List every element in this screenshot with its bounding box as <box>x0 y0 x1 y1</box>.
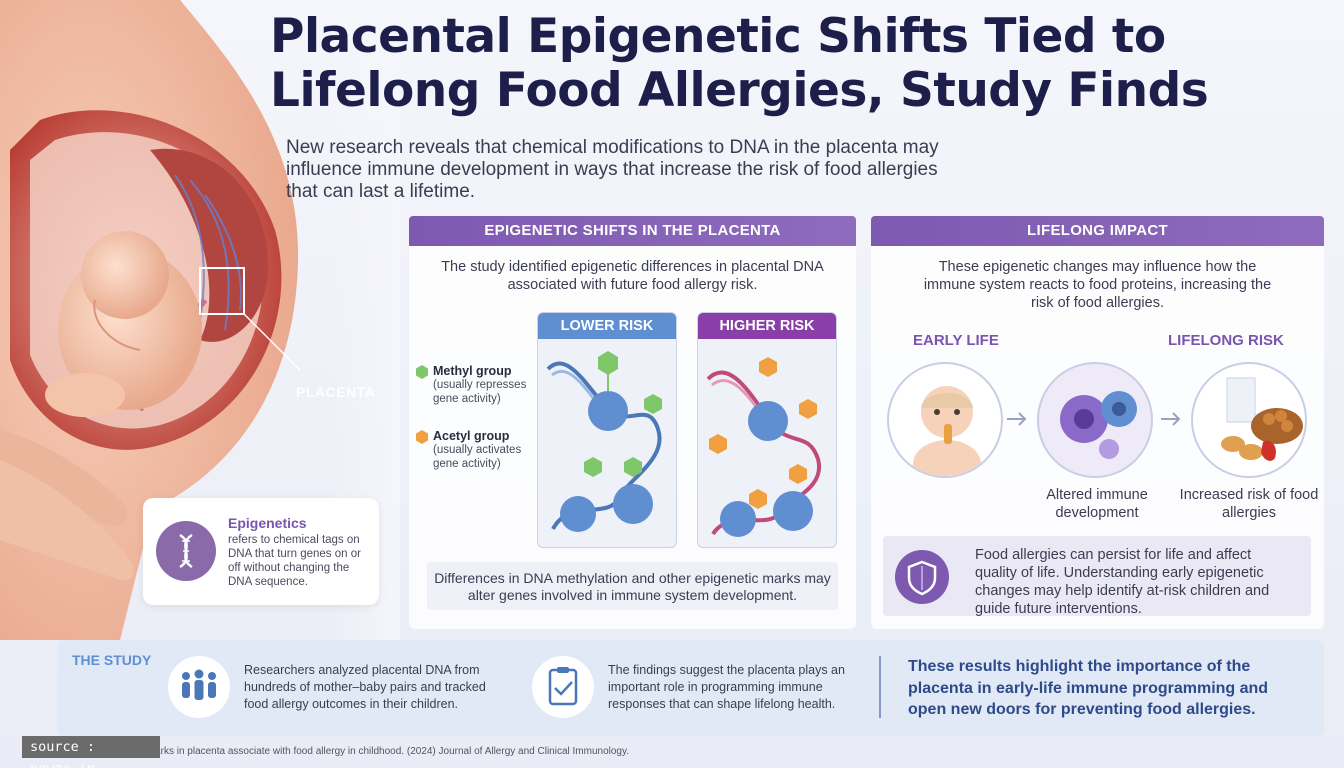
pregnancy-illustration <box>0 0 400 640</box>
acetyl-legend: Acetyl group (usually activates gene act… <box>415 429 530 471</box>
caption-risk: Increased risk of food allergies <box>1179 487 1319 521</box>
shifts-intro: The study identified epigenetic differen… <box>441 259 824 293</box>
higher-risk-label: HIGHER RISK <box>698 313 836 339</box>
study-label: THE STUDY <box>72 652 152 668</box>
arrow-right-icon <box>1007 412 1027 426</box>
placenta-shape <box>150 148 269 342</box>
dna-icon <box>156 521 216 581</box>
study-col1: Researchers analyzed placental DNA from … <box>244 663 486 711</box>
impact-panel-header: LIFELONG IMPACT <box>871 216 1324 246</box>
higher-risk-dna-illustration <box>706 357 822 537</box>
citation: Source: Epigenetic marks in placenta ass… <box>60 746 630 757</box>
shifts-panel-header: EPIGENETIC SHIFTS IN THE PLACENTA <box>409 216 856 246</box>
lower-risk-label: LOWER RISK <box>538 313 676 339</box>
shifts-panel: EPIGENETIC SHIFTS IN THE PLACENTA The st… <box>409 216 856 629</box>
shifts-footer: Differences in DNA methylation and other… <box>427 562 838 610</box>
arrow-right-icon <box>1161 412 1181 426</box>
clipboard-icon <box>532 656 594 718</box>
immune-cells-icon <box>1060 391 1137 459</box>
impact-intro: These epigenetic changes may influence h… <box>923 259 1272 311</box>
food-circle <box>1191 362 1307 478</box>
acetyl-desc: (usually activates gene activity) <box>433 444 522 470</box>
acetyl-title: Acetyl group <box>433 429 510 443</box>
caption-immune: Altered immune development <box>1046 487 1148 521</box>
lower-risk-box: LOWER RISK <box>537 312 677 548</box>
epigenetics-text: refers to chemical tags on DNA that turn… <box>228 534 361 588</box>
epigenetics-box: Epigenetics refers to chemical tags on D… <box>143 498 379 605</box>
study-bar: THE STUDY Researchers analyzed placental… <box>58 640 1324 736</box>
higher-risk-box: HIGHER RISK <box>697 312 837 548</box>
source-watermark: source : nowzo.in <box>22 736 160 768</box>
study-highlight: These results highlight the importance o… <box>908 658 1269 718</box>
methyl-title: Methyl group <box>433 364 512 378</box>
epigenetics-title: Epigenetics <box>228 515 307 531</box>
shield-icon <box>895 550 949 604</box>
immune-cells-circle <box>1037 362 1153 478</box>
page-subtitle: New research reveals that chemical modif… <box>286 137 939 202</box>
zoom-box <box>199 267 245 315</box>
baby-circle <box>887 362 1003 478</box>
divider <box>879 656 881 718</box>
study-col2: The findings suggest the placenta plays … <box>608 663 845 711</box>
methyl-desc: (usually represses gene activity) <box>433 379 527 405</box>
methyl-hexagon-icon <box>416 365 428 379</box>
early-life-label: EARLY LIFE <box>913 332 999 349</box>
impact-note-box: Food allergies can persist for life and … <box>883 536 1311 617</box>
acetyl-hexagon-icon <box>416 430 428 444</box>
people-icon <box>168 656 230 718</box>
lower-risk-dna-illustration <box>546 351 662 532</box>
baby-icon <box>913 386 981 476</box>
lifelong-risk-label: LIFELONG RISK <box>1168 332 1284 349</box>
food-allergens-icon <box>1221 377 1303 461</box>
methyl-legend: Methyl group (usually represses gene act… <box>415 364 530 406</box>
page-title: Placental Epigenetic Shifts Tied to Life… <box>270 9 1209 118</box>
placenta-label: PLACENTA <box>296 384 376 400</box>
impact-panel: LIFELONG IMPACT These epigenetic changes… <box>871 216 1324 629</box>
impact-note: Food allergies can persist for life and … <box>975 547 1270 617</box>
